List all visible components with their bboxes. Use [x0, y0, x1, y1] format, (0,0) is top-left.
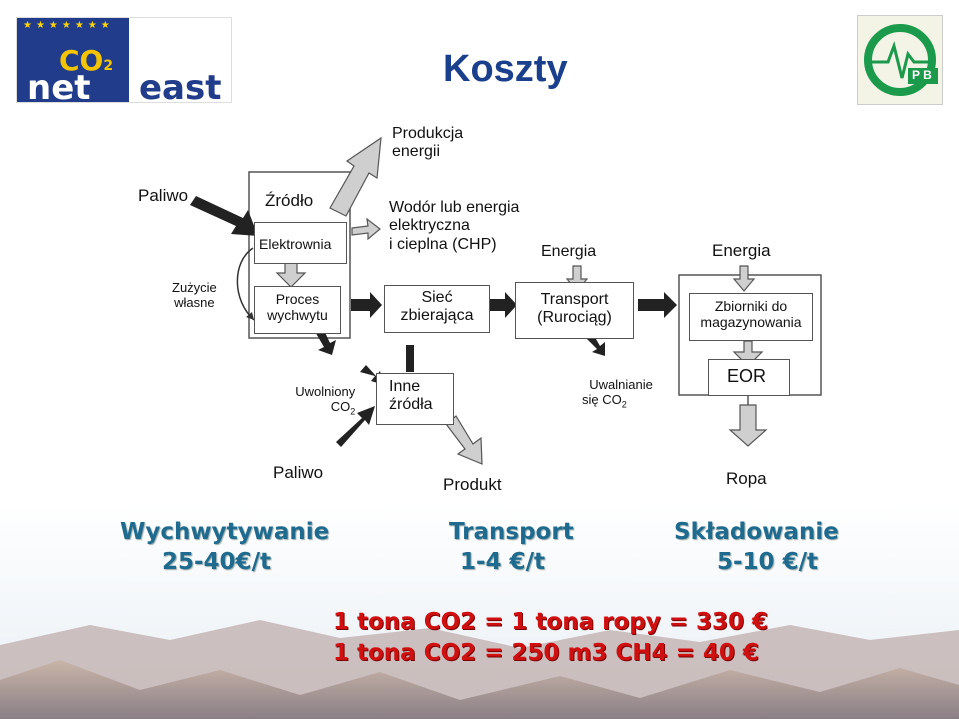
box-inne: Inne źródła [376, 373, 454, 425]
label-eor: EOR [727, 366, 766, 387]
label-inne: Inne źródła [389, 378, 433, 415]
logo-east: east [139, 68, 222, 108]
box-elektrownia: Elektrownia [254, 222, 347, 264]
box-transport: Transport (Rurociąg) [515, 282, 634, 339]
cost-label-transport: Transport [449, 519, 574, 545]
label-paliwo-out: Paliwo [273, 463, 323, 483]
cost-value-storage: 5-10 €/t [717, 549, 818, 575]
label-ropa: Ropa [726, 469, 767, 489]
label-zbiorniki: Zbiorniki do magazynowania [690, 298, 812, 330]
label-produkt: Produkt [443, 475, 502, 495]
arrow-inne-up [406, 345, 414, 372]
label-produkcja: Produkcja energii [392, 125, 463, 162]
label-elektrownia: Elektrownia [259, 236, 331, 252]
logo-net: net [27, 68, 91, 108]
co2neteast-logo: ★★★★★★★ CO2 net east [16, 17, 232, 103]
equation-oil: 1 tona CO2 = 1 tona ropy = 330 € [333, 609, 768, 635]
label-paliwo-in: Paliwo [138, 186, 188, 206]
box-siec: Sieć zbierająca [384, 285, 490, 333]
label-uwolniony: Uwolniony CO2 [288, 370, 355, 417]
cost-value-capture: 25-40€/t [162, 549, 271, 575]
label-wodor: Wodór lub energia elektryczna i cieplna … [389, 199, 519, 254]
cost-label-storage: Składowanie [674, 519, 839, 545]
label-zuzycie: Zużycie własne [172, 281, 217, 311]
box-zbiorniki: Zbiorniki do magazynowania [689, 293, 813, 341]
cost-value-transport: 1-4 €/t [460, 549, 545, 575]
cost-label-capture: Wychwytywanie [120, 519, 329, 545]
pb-logo: P B [857, 15, 943, 105]
label-uwalnianie: Uwalnianie się CO2 [582, 363, 653, 410]
label-transport-box: Transport (Rurociąg) [516, 291, 633, 328]
page-title: Koszty [443, 48, 568, 91]
logo-co-sub: 2 [103, 58, 113, 74]
label-zrodlo: Źródło [265, 191, 313, 211]
equation-methane: 1 tona CO2 = 250 m3 CH4 = 40 € [333, 640, 759, 666]
label-energia-1: Energia [541, 243, 596, 261]
box-eor: EOR [708, 359, 790, 396]
pb-letters: P B [912, 68, 932, 82]
pb-emblem-icon [858, 16, 942, 104]
label-siec: Sieć zbierająca [385, 289, 489, 326]
label-energia-2: Energia [712, 241, 771, 261]
box-proces: Proces wychwytu [254, 286, 341, 334]
label-proces: Proces wychwytu [255, 291, 340, 323]
